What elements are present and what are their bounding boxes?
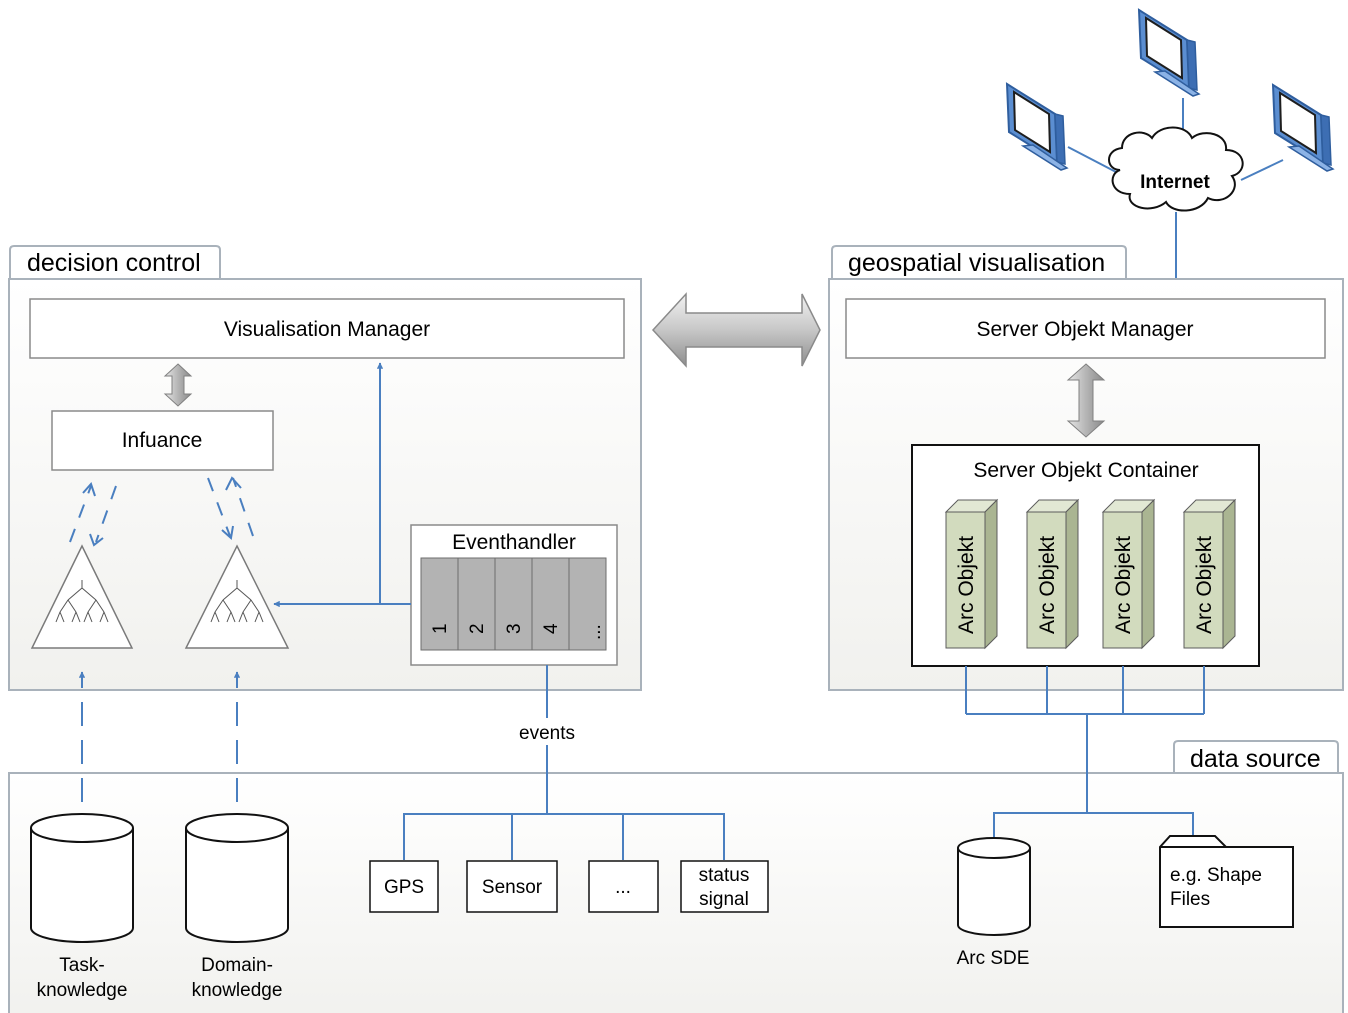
decision-control-tab: decision control: [27, 249, 201, 277]
internet-connectors: [1067, 98, 1284, 278]
som-container-double-arrow: [1066, 363, 1106, 438]
domain-knowledge-db-icon: [185, 813, 289, 943]
server-objekt-manager-box: Server Objekt Manager: [845, 298, 1326, 359]
eventhandler-cell-1: 1: [430, 623, 451, 634]
arc-objekt-2-label: Arc Objekt: [1036, 536, 1059, 634]
eventhandler-connectors: [273, 362, 725, 860]
internet-cloud-icon: Internet: [1108, 126, 1244, 212]
status-signal-label-line2: signal: [699, 889, 749, 910]
eventhandler-box: Eventhandler 1 2 3 4 ...: [410, 524, 618, 666]
events-label: events: [519, 723, 575, 744]
status-signal-label-line1: status: [699, 865, 750, 886]
gps-box: GPS: [369, 860, 439, 913]
other-sensor-box: ...: [588, 860, 659, 913]
arc-objekt-4-label: Arc Objekt: [1193, 536, 1216, 634]
other-sensor-label: ...: [615, 877, 631, 898]
shape-files-label-line1: e.g. Shape: [1170, 865, 1262, 886]
arc-sde-db-icon: [957, 837, 1031, 936]
domain-decision-tree: [184, 544, 290, 649]
internet-label: Internet: [1140, 172, 1210, 193]
domain-knowledge-label-line2: knowledge: [192, 980, 283, 1001]
task-decision-tree: [30, 544, 134, 649]
monitor-right-icon: [1272, 84, 1334, 172]
arc-objekt-1: Arc Objekt: [944, 498, 999, 650]
geospatial-visualisation-tab: geospatial visualisation: [848, 249, 1105, 277]
arc-sde-label: Arc SDE: [957, 948, 1030, 969]
arc-objekt-3-label: Arc Objekt: [1112, 536, 1135, 634]
eventhandler-label: Eventhandler: [452, 531, 576, 554]
gps-label: GPS: [384, 877, 424, 898]
bidirectional-arrow: [651, 292, 821, 368]
eventhandler-cell-ellipsis: ...: [584, 624, 605, 640]
vm-infuance-double-arrow: [163, 363, 193, 407]
eventhandler-cell-4: 4: [541, 623, 562, 634]
monitor-left-icon: [1006, 83, 1068, 171]
domain-knowledge-label-line1: Domain-: [201, 955, 273, 976]
infuance-box: Infuance: [51, 410, 274, 471]
task-knowledge-label-line2: knowledge: [37, 980, 128, 1001]
visualisation-manager-box: Visualisation Manager: [29, 298, 625, 359]
task-knowledge-db-icon: [30, 813, 134, 943]
arc-objekt-3: Arc Objekt: [1101, 498, 1156, 650]
arc-objekt-1-label: Arc Objekt: [955, 536, 978, 634]
arc-objekt-4: Arc Objekt: [1182, 498, 1237, 650]
arc-objekt-2: Arc Objekt: [1025, 498, 1080, 650]
status-signal-box: status signal: [680, 860, 769, 913]
dashed-arrows-left: [69, 482, 117, 547]
shape-files-folder-icon: e.g. Shape Files: [1159, 835, 1294, 928]
server-objekt-container-label: Server Objekt Container: [973, 459, 1198, 482]
data-source-tab: data source: [1190, 745, 1321, 773]
sensor-box: Sensor: [466, 860, 558, 913]
monitor-center-icon: [1138, 9, 1200, 97]
eventhandler-cell-2: 2: [467, 623, 488, 634]
visualisation-manager-label: Visualisation Manager: [224, 318, 430, 341]
container-connectors: [965, 666, 1205, 840]
knowledge-dashed-arrows: [78, 671, 241, 802]
eventhandler-cell-3: 3: [504, 623, 525, 634]
dashed-arrows-right: [207, 476, 254, 540]
server-objekt-manager-label: Server Objekt Manager: [976, 318, 1193, 341]
sensor-label: Sensor: [482, 877, 543, 898]
shape-files-label-line2: Files: [1170, 889, 1210, 910]
task-knowledge-label-line1: Task-: [59, 955, 104, 976]
infuance-label: Infuance: [122, 429, 203, 452]
